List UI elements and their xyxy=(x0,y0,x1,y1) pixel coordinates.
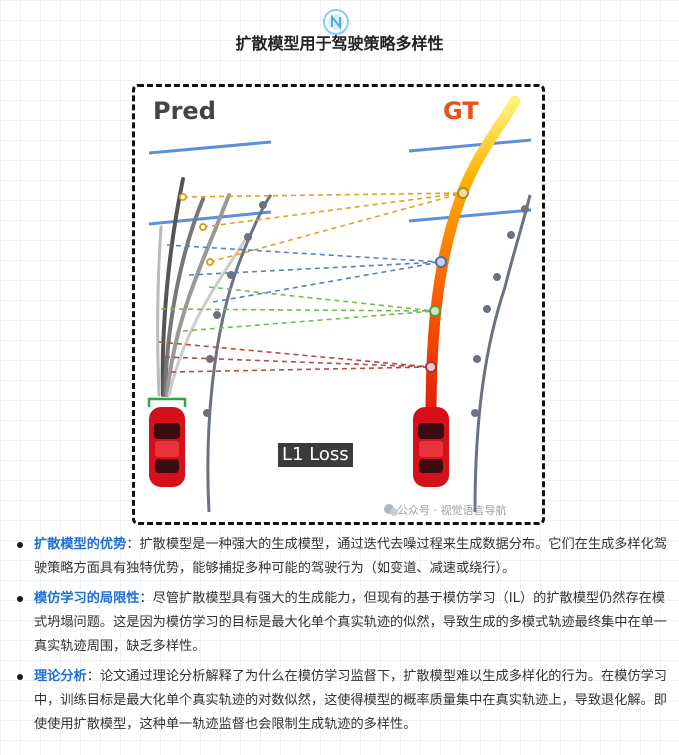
pred-label: Pred xyxy=(153,97,216,125)
bullet-heading: 扩散模型的优势 xyxy=(34,537,127,552)
bullet-text: 尽管扩散模型具有强大的生成能力，但现有的基于模仿学习（IL）的扩散模型仍然存在模… xyxy=(34,591,667,654)
trajectory-diagram xyxy=(147,95,532,516)
bullet-separator: ： xyxy=(139,591,153,606)
bullet-item: 模仿学习的局限性：尽管扩散模型具有强大的生成能力，但现有的基于模仿学习（IL）的… xyxy=(14,587,669,659)
pred-lane-line-top xyxy=(148,140,272,155)
pred-start-bracket xyxy=(147,397,187,407)
bullet-dot-icon xyxy=(17,542,23,548)
bullet-item: 理论分析：论文通过理论分析解释了为什么在模仿学习监督下，扩散模型难以生成多样化的… xyxy=(14,665,669,737)
l1-loss-label: L1 Loss xyxy=(278,443,353,467)
gt-road-nodes xyxy=(471,205,529,417)
bullet-separator: ： xyxy=(126,537,140,552)
bullet-dot-icon xyxy=(17,674,23,680)
gt-trajectory xyxy=(425,95,521,423)
gt-car-icon xyxy=(413,407,449,487)
l1-matching-lines xyxy=(158,192,464,373)
gt-label: GT xyxy=(443,97,479,125)
bullet-text: 论文通过理论分析解释了为什么在模仿学习监督下，扩散模型难以生成多样化的行为。在模… xyxy=(34,669,667,732)
bullet-heading: 理论分析 xyxy=(34,669,87,684)
gt-sample-points xyxy=(425,187,469,373)
gt-lane-line-bottom xyxy=(408,208,532,223)
pred-lane-line-bottom xyxy=(148,210,272,226)
gt-lane-line-top xyxy=(408,138,532,153)
trajectory-figure: Pred GT L1 Loss 公众号 · 视觉语言导航 xyxy=(132,84,545,525)
pred-road-path xyxy=(206,194,273,513)
bullet-heading: 模仿学习的局限性 xyxy=(34,591,140,606)
page-title: 扩散模型用于驾驶策略多样性 xyxy=(235,34,444,53)
wechat-icon xyxy=(384,504,398,516)
pred-car-icon xyxy=(149,407,185,487)
bullet-separator: ： xyxy=(86,669,100,684)
pred-road-nodes xyxy=(203,201,267,417)
gt-road-path xyxy=(473,194,532,513)
pred-trajectories xyxy=(156,177,249,397)
bullet-list: 扩散模型的优势：扩散模型是一种强大的生成模型，通过迭代去噪过程来生成数据分布。它… xyxy=(14,533,669,743)
logo-icon xyxy=(323,9,349,35)
pred-sample-points xyxy=(179,193,214,266)
bullet-item: 扩散模型的优势：扩散模型是一种强大的生成模型，通过迭代去噪过程来生成数据分布。它… xyxy=(14,533,669,581)
watermark: 公众号 · 视觉语言导航 xyxy=(397,504,507,517)
bullet-dot-icon xyxy=(17,596,23,602)
bullet-text: 扩散模型是一种强大的生成模型，通过迭代去噪过程来生成数据分布。它们在生成多样化驾… xyxy=(34,537,667,576)
